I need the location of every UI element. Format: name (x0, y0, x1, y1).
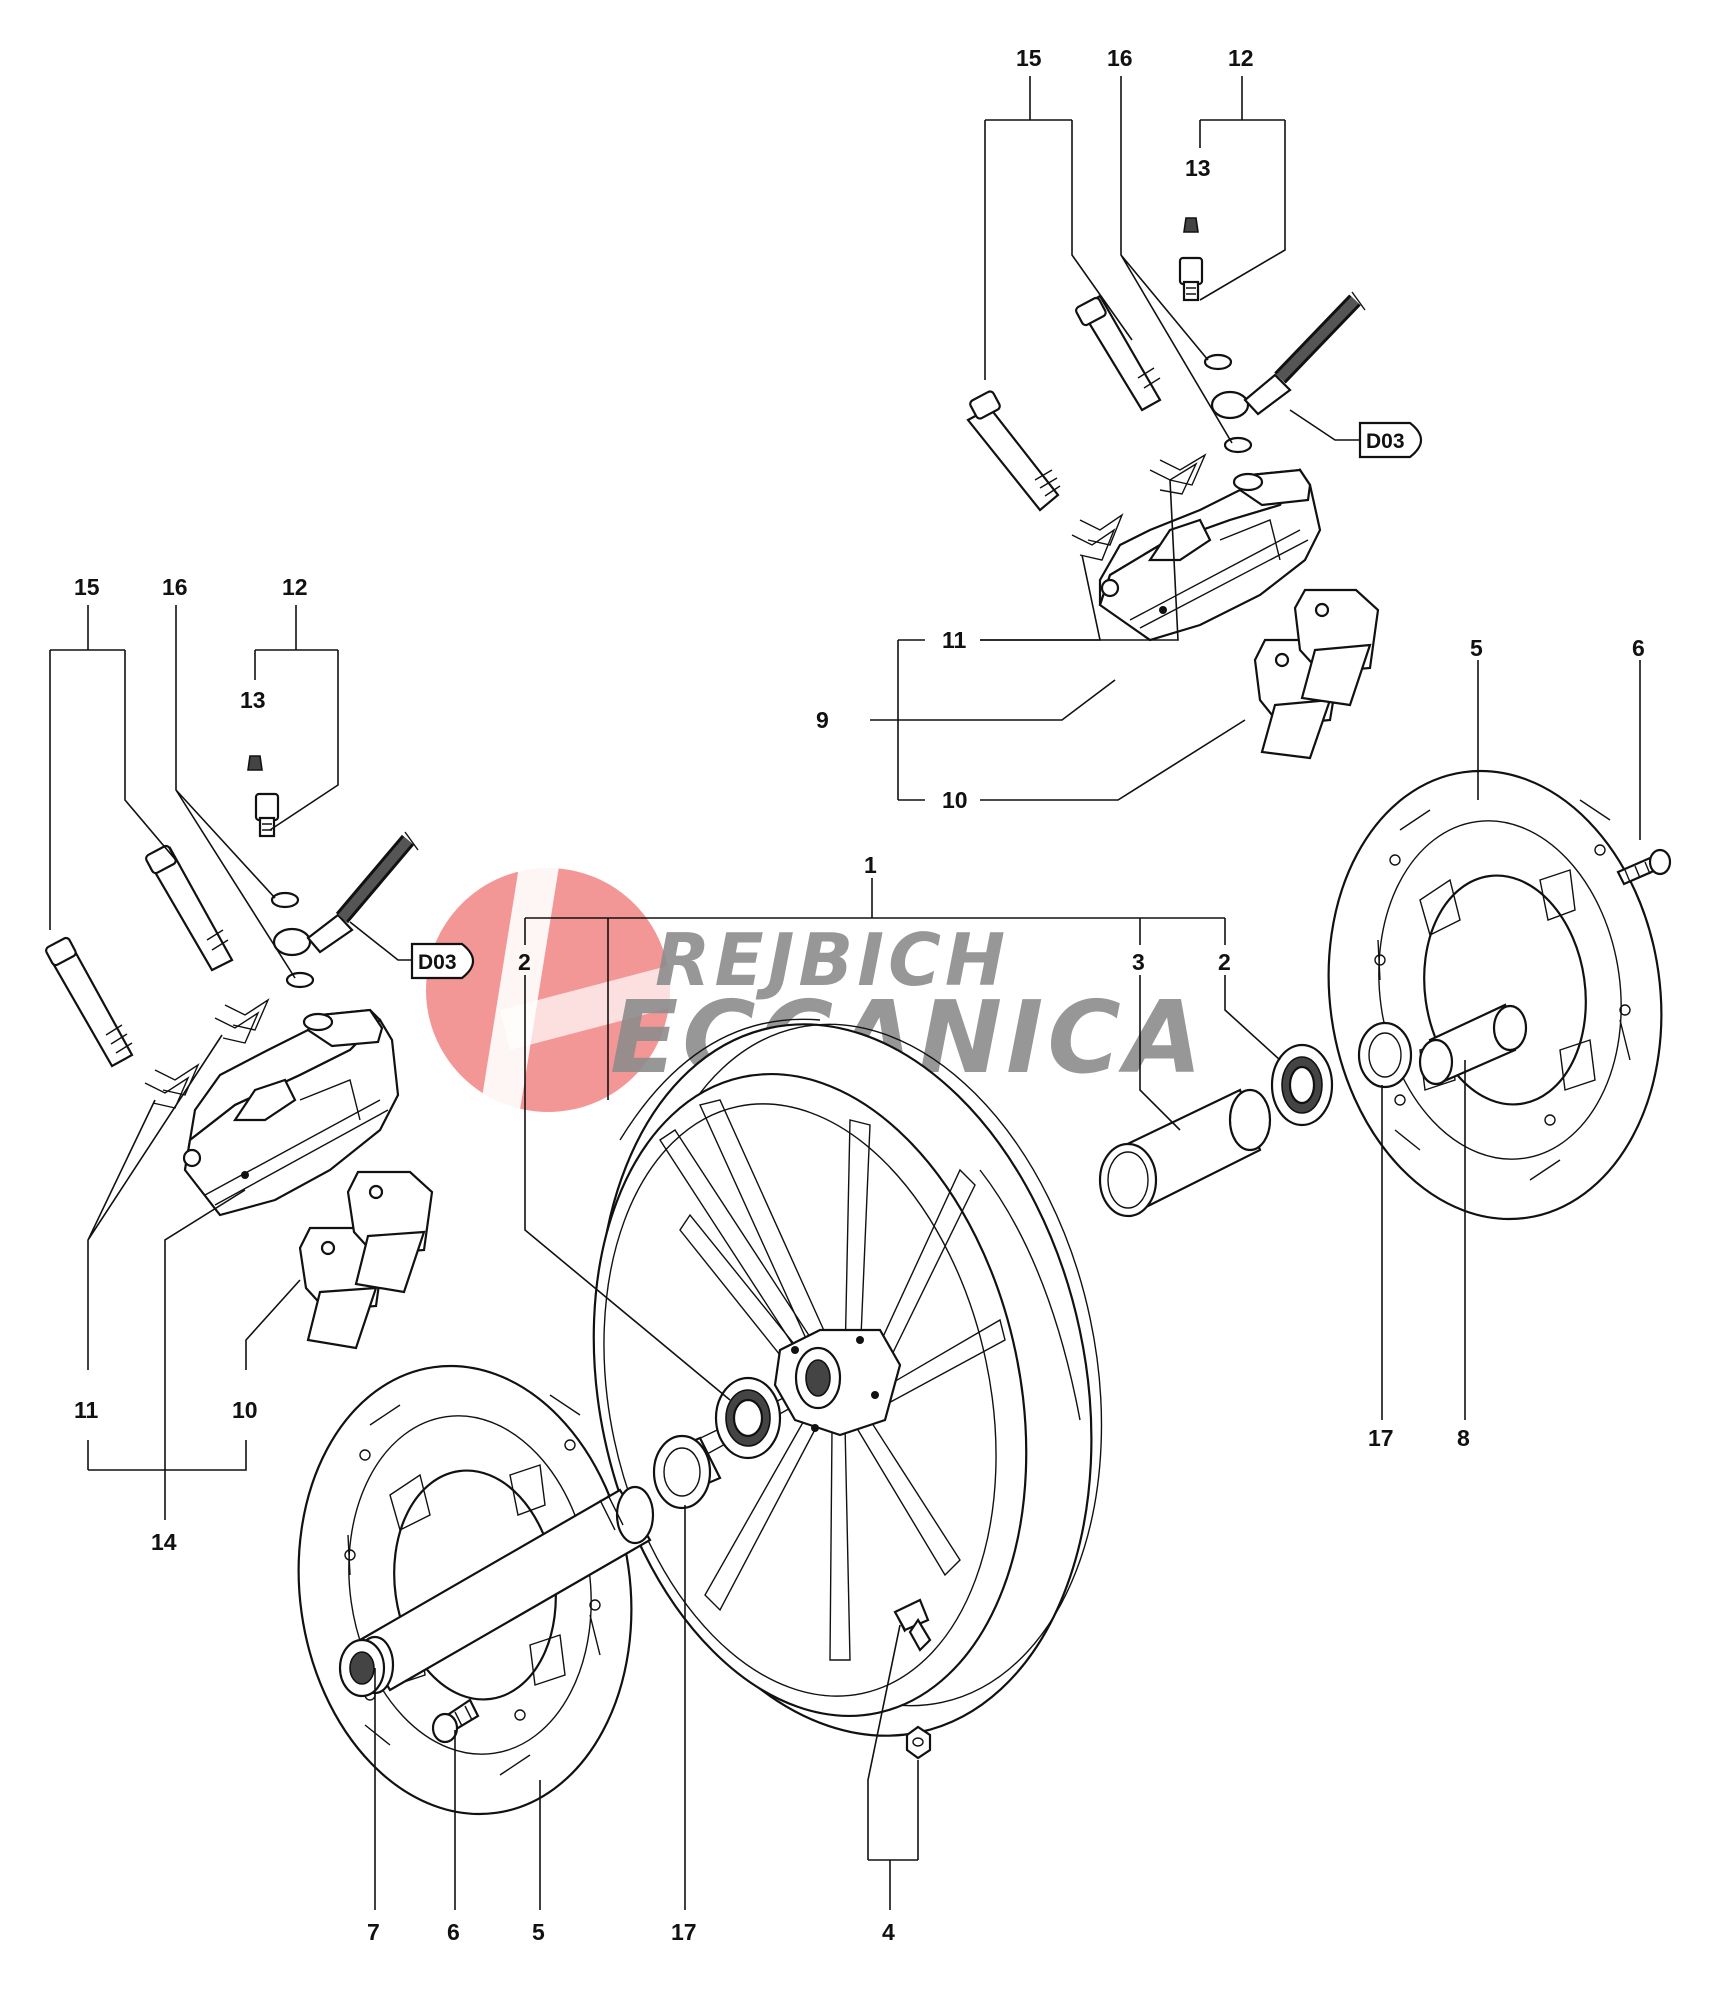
axle-nut (338, 1638, 386, 1698)
callout-b17: 17 (671, 1919, 697, 1945)
callout-c2a: 2 (518, 949, 531, 975)
bleeder-valve-left (247, 755, 280, 838)
leaders-top-left (49, 605, 412, 1520)
callout-tr11: 11 (942, 627, 967, 653)
ref-tag-right-label: D03 (1366, 430, 1405, 453)
spacer-left (652, 1434, 722, 1510)
leaders-wheel (374, 660, 1641, 1910)
callout-tl12: 12 (282, 574, 308, 600)
pad-pins-left (144, 998, 270, 1109)
brake-disc-right (1327, 769, 1663, 1221)
washer-left-2 (285, 971, 315, 989)
tire-valve (893, 1598, 932, 1652)
valve-nut (905, 1725, 932, 1760)
callout-c2b: 2 (1218, 949, 1231, 975)
caliper-bolt-long-left (45, 936, 134, 1068)
caliper-body-right (1098, 467, 1322, 642)
callout-tr9: 9 (816, 707, 829, 733)
disc-bolt-left (431, 1698, 480, 1744)
callout-tr13: 13 (1185, 155, 1211, 181)
callout-tl15: 15 (74, 574, 100, 600)
wheel-hub (773, 1328, 902, 1437)
callout-b4: 4 (882, 1919, 895, 1945)
callout-tr12: 12 (1228, 45, 1254, 71)
callout-b6: 6 (447, 1919, 460, 1945)
callout-tl10: 10 (232, 1397, 258, 1423)
bleeder-valve-right (1178, 217, 1204, 302)
callout-tr15: 15 (1016, 45, 1042, 71)
callout-tr16: 16 (1107, 45, 1133, 71)
disc-bolt-right (1616, 848, 1672, 886)
caliper-bolt-short-left (145, 844, 234, 972)
wheel-bearing-right (1270, 1043, 1334, 1127)
callout-r5: 5 (1470, 635, 1483, 661)
wheel-axle-right-stub (1357, 1003, 1528, 1089)
callout-r6: 6 (1632, 635, 1645, 661)
washer-left-1 (270, 891, 300, 909)
brake-hose-left (272, 831, 419, 957)
watermark-logo (426, 860, 700, 1112)
callout-tl14: 14 (151, 1529, 177, 1555)
pad-pins-right (1071, 453, 1207, 561)
callout-c1: 1 (864, 852, 877, 878)
caliper-body-left (182, 1008, 400, 1217)
caliper-assembly-left (45, 755, 434, 1350)
caliper-bolt-long-right (966, 390, 1061, 512)
ref-tag-left: D03 (410, 942, 475, 980)
callout-c3: 3 (1132, 949, 1145, 975)
caliper-assembly-right (966, 217, 1380, 760)
callout-r8: 8 (1457, 1425, 1470, 1451)
washer-right-1 (1203, 353, 1233, 371)
leaders-top-right (870, 76, 1380, 801)
brake-pads-right (1253, 588, 1380, 760)
brake-pads-left (298, 1170, 434, 1350)
callout-tl11: 11 (74, 1397, 99, 1423)
wheel-spacer (1098, 1088, 1272, 1218)
callout-tr10: 10 (942, 787, 968, 813)
washer-right-2 (1223, 436, 1253, 454)
callout-r17: 17 (1368, 1425, 1394, 1451)
ref-tag-right: D03 (1358, 421, 1423, 459)
callout-b7: 7 (367, 1919, 380, 1945)
callout-tl16: 16 (162, 574, 188, 600)
callout-tl13: 13 (240, 687, 266, 713)
caliper-bolt-short-right (1075, 294, 1162, 412)
ref-tag-left-label: D03 (418, 951, 457, 974)
callout-b5: 5 (532, 1919, 545, 1945)
watermark-line1: REJBICH (655, 918, 1009, 1002)
wheel-bearing-left (714, 1376, 782, 1460)
brake-hose-right (1210, 291, 1366, 420)
